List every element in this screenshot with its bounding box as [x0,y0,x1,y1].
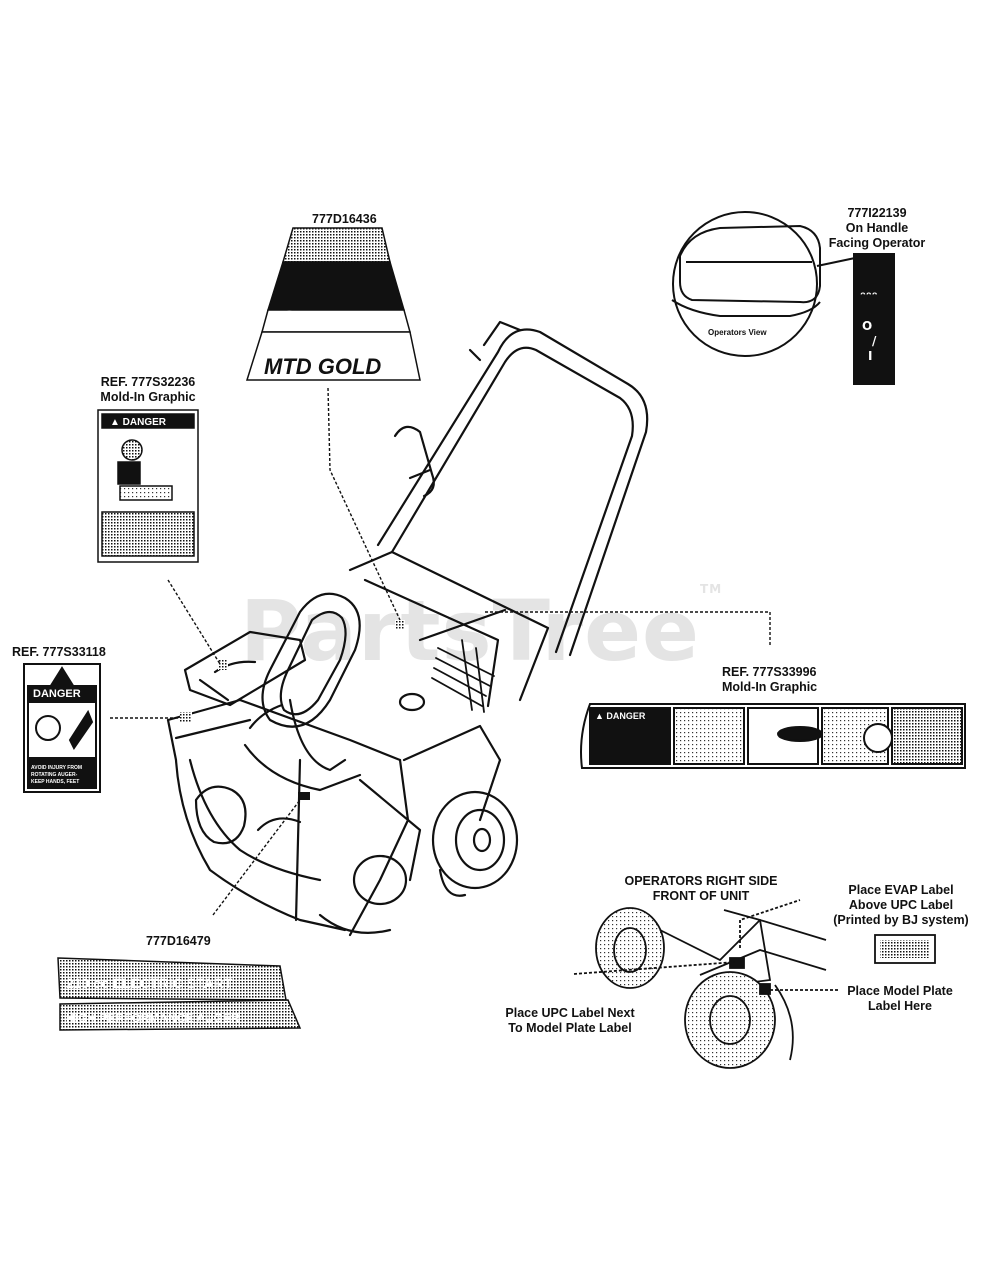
svg-text:▲ DANGER: ▲ DANGER [110,417,167,428]
leader-lines [110,387,771,916]
label-777i22139-line2: On Handle [845,221,909,235]
svg-text:ROTATING AUGER-: ROTATING AUGER- [31,772,78,778]
label-front-of-unit: FRONT OF UNIT [652,889,750,903]
label-777d16479: 777D16479 [146,934,211,948]
svg-text:ᵔᵔᵔ: ᵔᵔᵔ [860,289,878,303]
label-777s33996-line2: Mold-In Graphic [722,680,818,694]
top-decal: 21 MTD GOLD [245,227,421,381]
svg-text:/: / [872,334,877,348]
svg-text:HIGH PERFORMANCE AUGER: HIGH PERFORMANCE AUGER [66,1011,240,1025]
label-evap-line3: (Printed by BJ system) [833,913,969,927]
snowthrower-drawing [166,320,649,937]
danger-decal-33118: DANGER AVOID INJURY FROM ROTATING AUGER-… [23,663,101,793]
label-777s32236-line1: REF. 777S32236 [100,375,196,389]
svg-text:I: I [868,349,872,363]
handle-inset: Operators View ᵔᵔᵔ O / I [671,211,895,385]
label-777i22139-line3: Facing Operator [828,236,926,250]
svg-text:O: O [862,319,872,333]
svg-text:MTD GOLD: MTD GOLD [264,354,381,379]
label-777s33118: REF. 777S33118 [12,645,106,659]
svg-text:21: 21 [279,305,311,336]
svg-text:210 cc ELECTRIC START: 210 cc ELECTRIC START [66,975,233,991]
operators-side-inset [573,899,936,1070]
label-upc-line2: To Model Plate Label [508,1021,632,1035]
svg-text:AVOID INJURY FROM: AVOID INJURY FROM [31,765,82,771]
label-upc-line1: Place UPC Label Next [505,1006,635,1020]
label-evap-line2: Above UPC Label [848,898,954,912]
svg-text:DANGER: DANGER [33,688,81,700]
dash-decal-33996: ▲ DANGER [580,703,966,769]
svg-text:Operators View: Operators View [708,328,767,337]
label-777s32236-line2: Mold-In Graphic [100,390,196,404]
danger-decal-32236: ▲ DANGER [97,409,199,563]
label-777s33996-line1: REF. 777S33996 [722,665,817,679]
label-model-plate-line2: Label Here [868,999,932,1013]
side-strip-decal: 210 cc ELECTRIC START HIGH PERFORMANCE A… [57,957,302,1031]
label-777d16436: 777D16436 [312,212,377,226]
label-model-plate-line1: Place Model Plate [847,984,953,998]
label-evap-line1: Place EVAP Label [848,883,954,897]
label-777i22139-line1: 777I22139 [847,206,907,220]
svg-text:KEEP HANDS, FEET: KEEP HANDS, FEET [31,779,79,785]
label-operators-right-side: OPERATORS RIGHT SIDE [624,874,778,888]
svg-text:▲ DANGER: ▲ DANGER [595,711,646,721]
